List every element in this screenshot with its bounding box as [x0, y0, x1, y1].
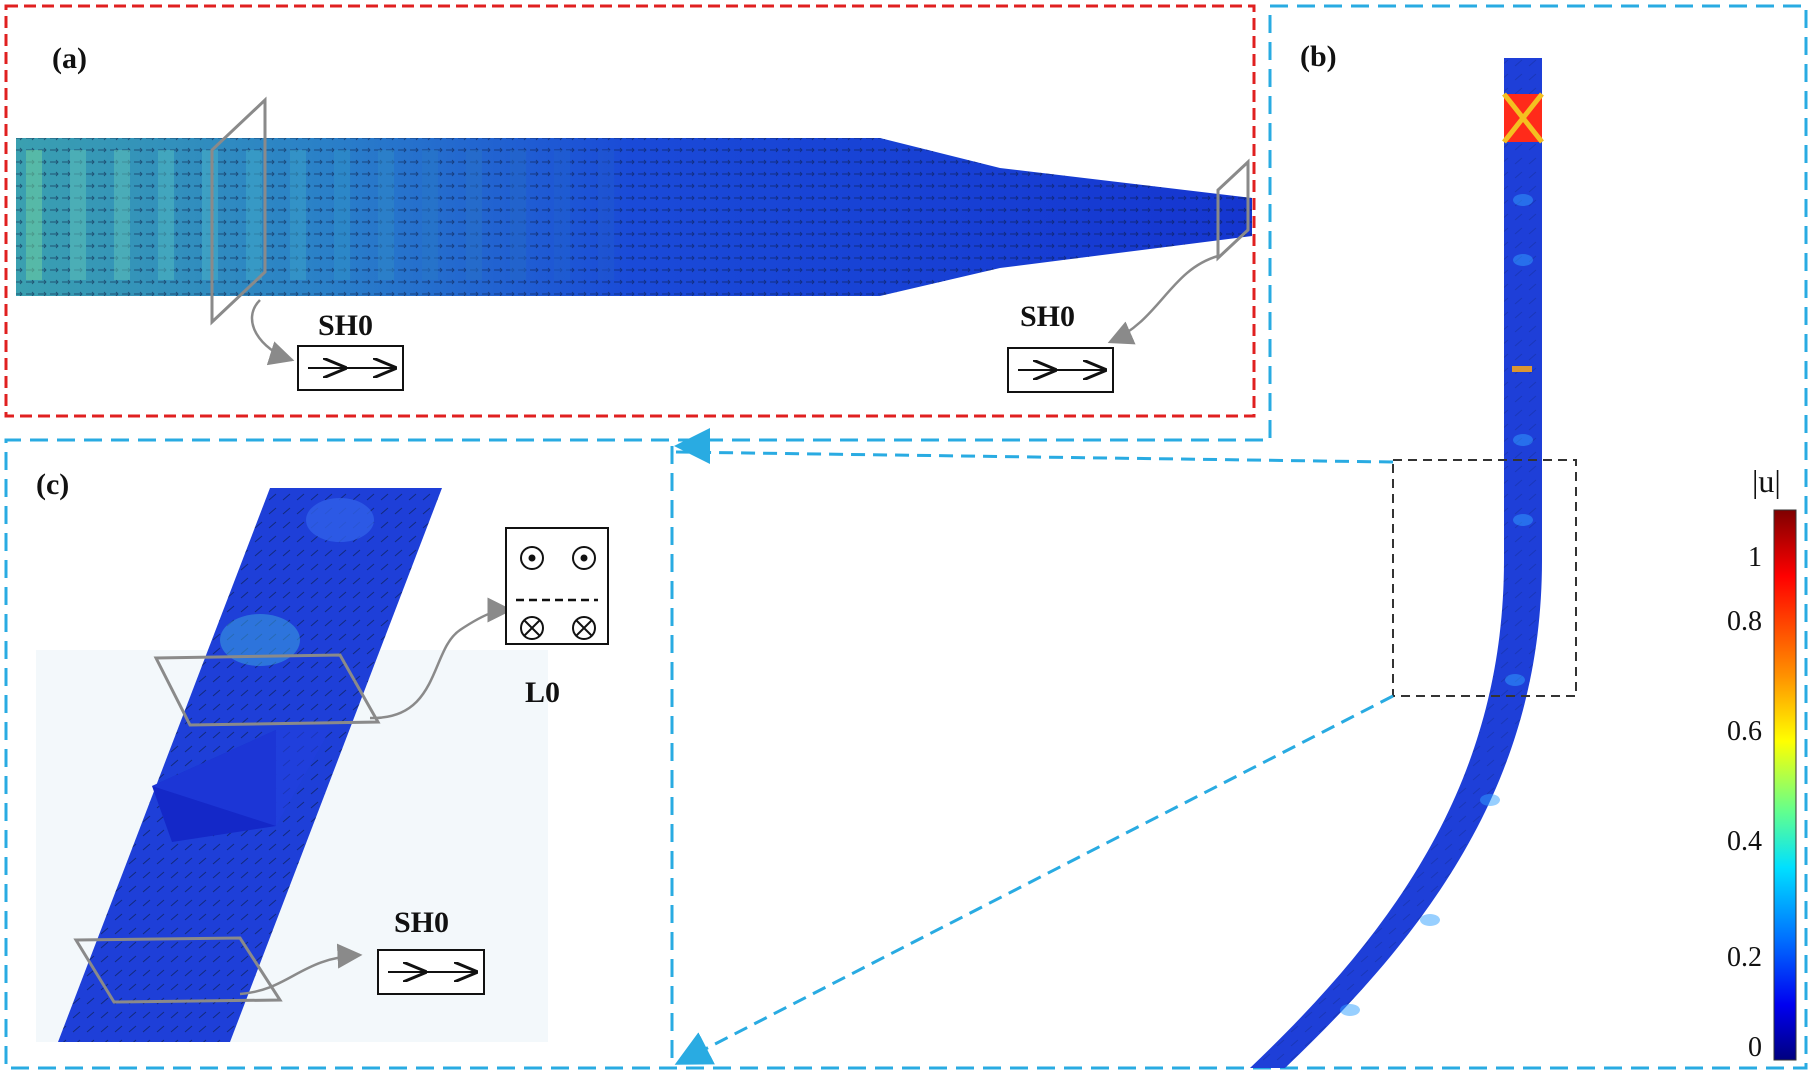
mode-label-a-in: SH0 [318, 309, 373, 342]
mode-box-c-top [505, 527, 609, 645]
colorbar-tick: 1 [1748, 542, 1762, 573]
colorbar-tick: 0 [1748, 1032, 1762, 1063]
mode-pattern-a [26, 150, 614, 280]
panel-a-label: (a) [52, 42, 87, 75]
panel-b-label: (b) [1300, 40, 1337, 73]
callout-arrow-c-top [369, 597, 513, 720]
mode-label-c-top: L0 [525, 676, 560, 709]
zoom-line-bottom [674, 694, 1394, 1065]
zoom-region [1392, 459, 1577, 697]
colorbar-title: |u| [1752, 463, 1781, 499]
panel-a: (a) SH0 SH0 [4, 4, 1256, 418]
callout-arrow-a-right [1107, 254, 1219, 345]
panel-b: (b) |u| 1 0.8 0.6 [4, 4, 1808, 1070]
panel-c: (c) L0 S [36, 446, 674, 1066]
colorbar-tick: 0.8 [1727, 606, 1762, 637]
plane-marker-c-bottom [73, 936, 283, 1004]
callout-arrow-c-bottom [239, 943, 363, 996]
panel-c-label: (c) [36, 468, 69, 501]
cross-circle-icon [520, 616, 596, 640]
colorbar-ticks: 1 0.8 0.6 0.4 0.2 0 [1727, 542, 1762, 1063]
panel-a-border [4, 4, 1256, 418]
plane-marker-a-left [210, 96, 267, 326]
colorbar-tick: 0.6 [1727, 716, 1762, 747]
mode-label-c-bottom: SH0 [394, 906, 449, 939]
zoom-line-top [675, 450, 1394, 464]
dot-circle-icon [520, 546, 596, 570]
plane-marker-c-top [153, 653, 381, 727]
mode-label-a-out: SH0 [1020, 300, 1075, 333]
colorbar-tick: 0.2 [1727, 942, 1762, 973]
callout-arrow-a-left [250, 299, 295, 366]
colorbar [1773, 509, 1797, 1061]
colorbar-tick: 0.4 [1727, 826, 1762, 857]
plane-marker-a-right [1216, 158, 1250, 262]
